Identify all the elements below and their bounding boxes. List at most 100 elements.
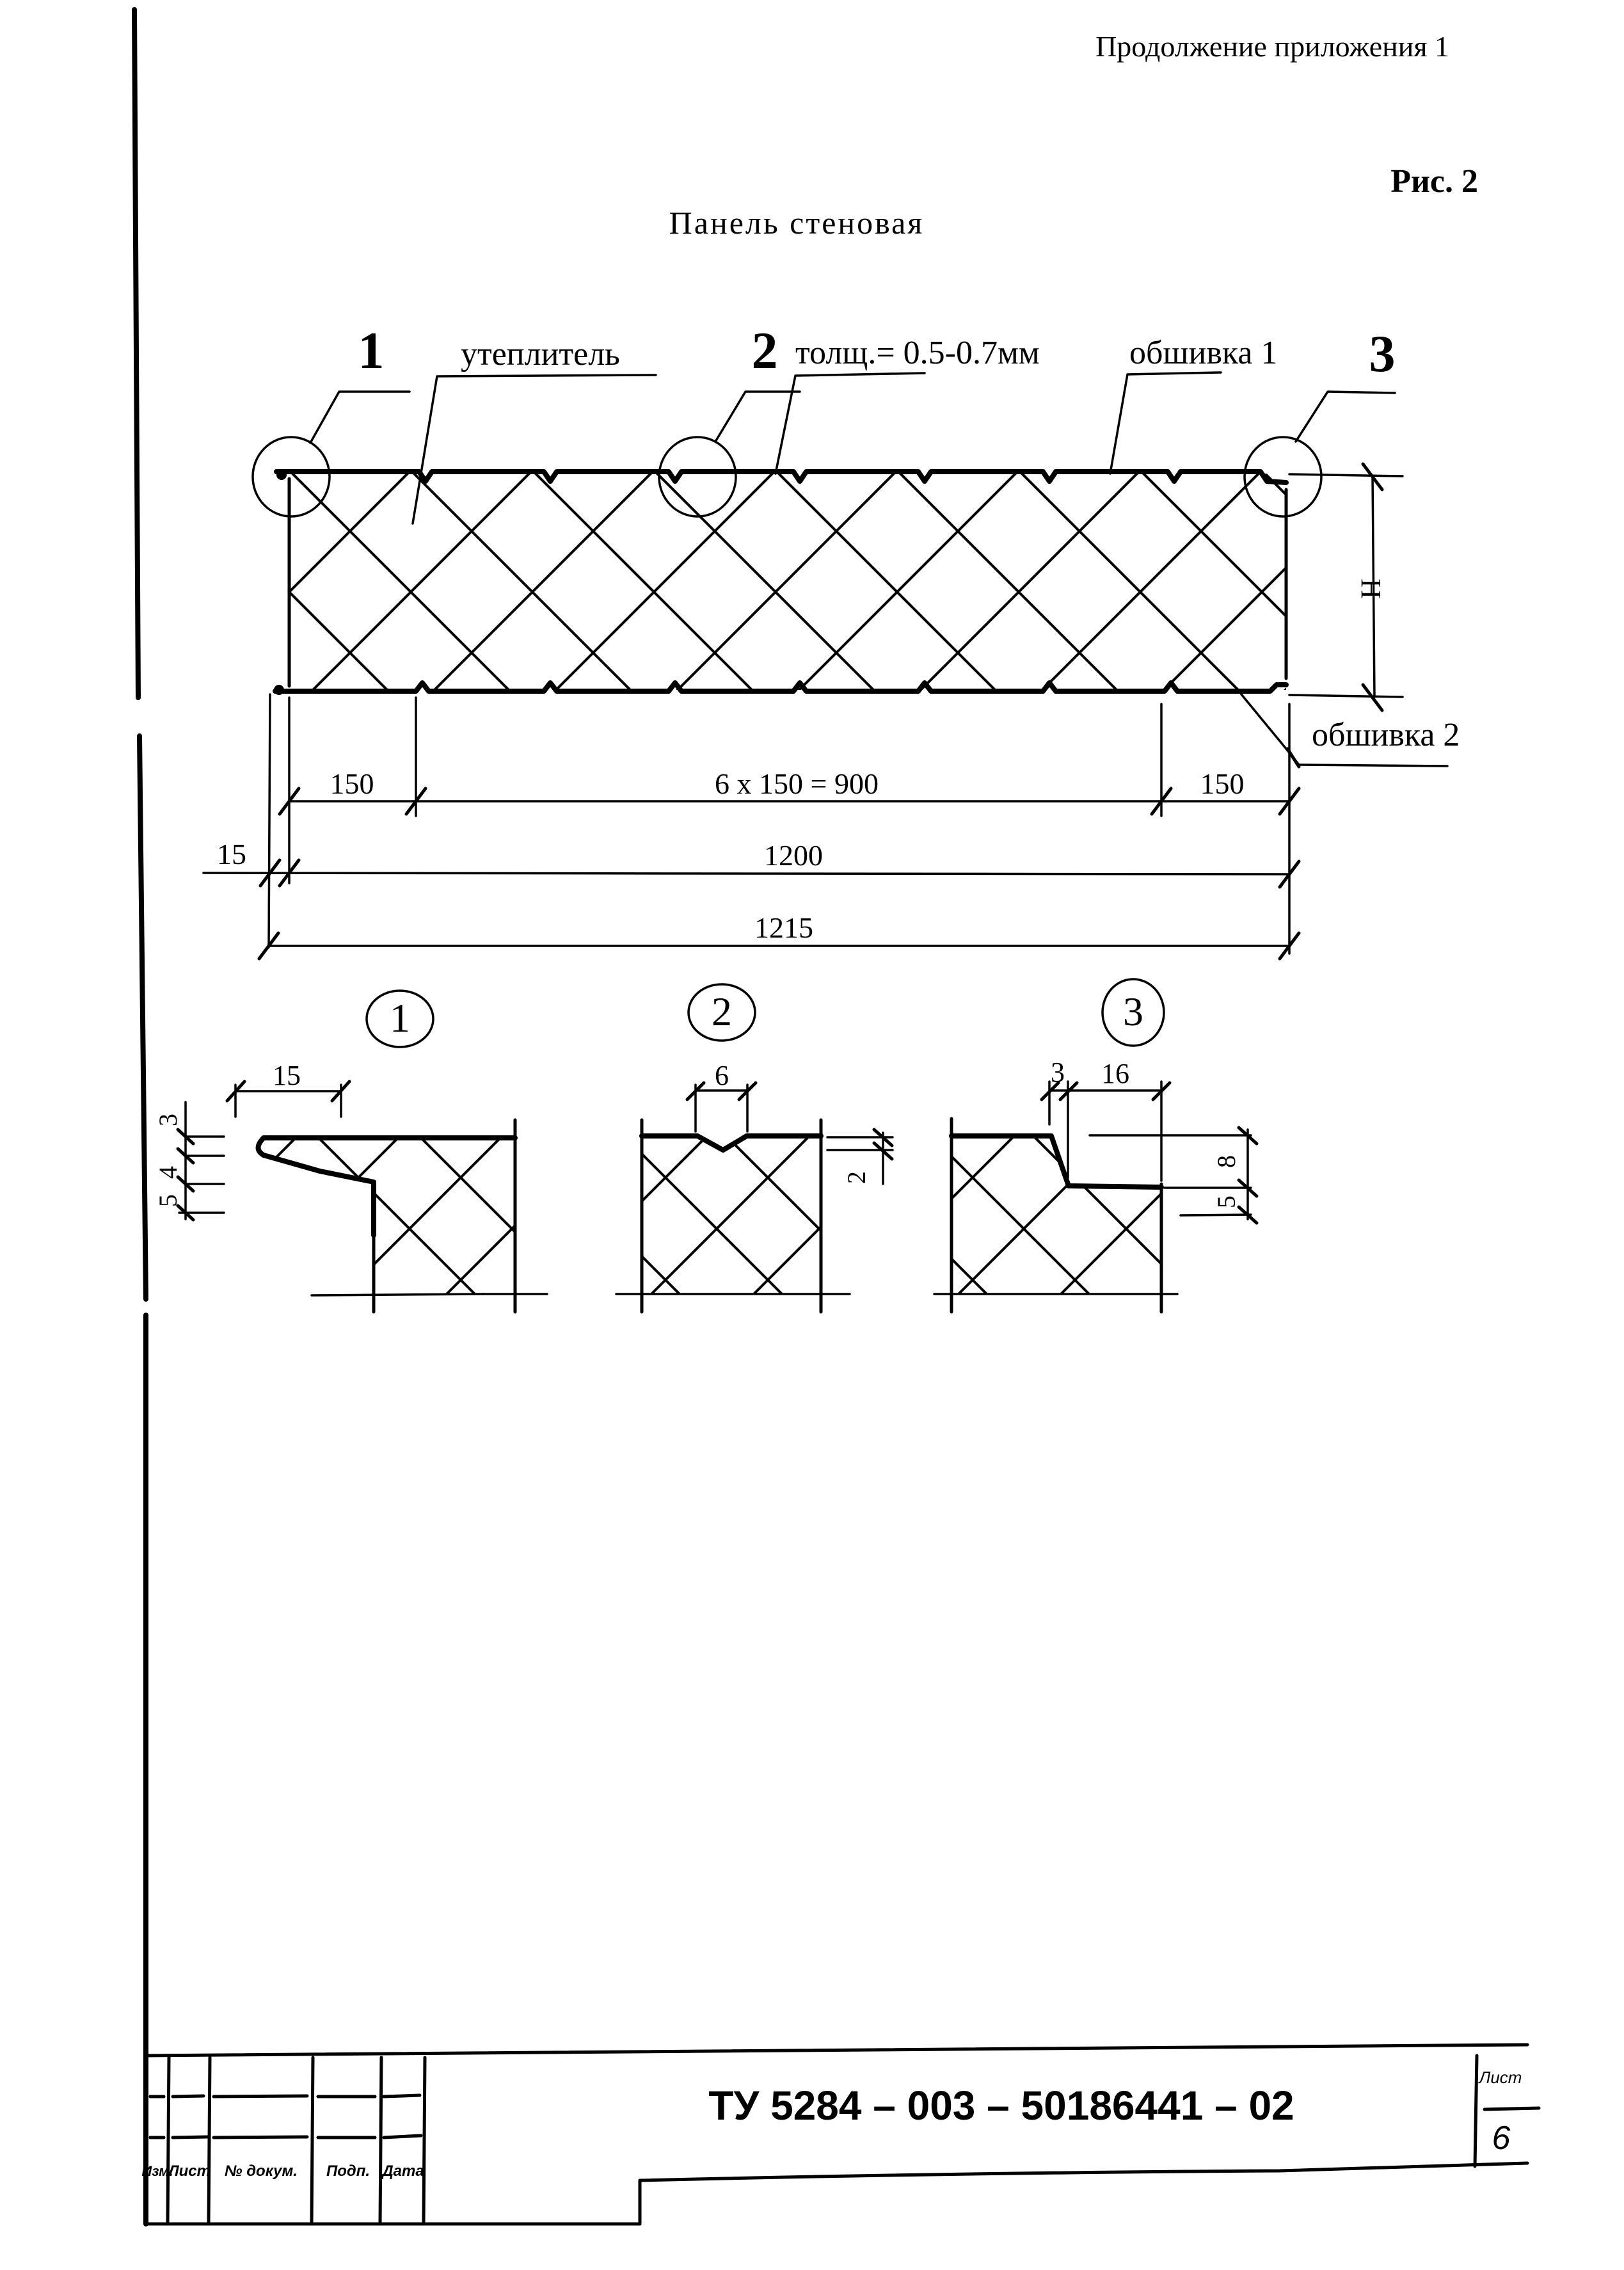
callout-number-1: 1 [358, 321, 385, 380]
height-dimension-line [1371, 475, 1376, 698]
detail-1-dim-v-bottom: 5 [154, 1194, 182, 1207]
title-header-signature: Подп. [326, 2162, 370, 2180]
height-extension-top [1288, 473, 1404, 477]
extension-line [267, 693, 271, 948]
title-header-change: Изм. [141, 2163, 173, 2179]
dim-tick [1237, 1205, 1259, 1225]
dim-tick [1361, 683, 1384, 712]
dim-tick [1237, 1178, 1259, 1198]
callout-number-2: 2 [752, 321, 778, 380]
dim-tick [225, 1080, 246, 1103]
dim-ticks-row2 [259, 858, 1301, 889]
sheet-number: 6 [1492, 2120, 1511, 2157]
height-symbol: H [1355, 579, 1387, 599]
drawing-title: Панель стеновая [669, 205, 925, 241]
sheet-box-divider [1473, 2054, 1479, 2168]
continuation-label: Продолжение приложения 1 [1095, 30, 1449, 63]
dim-tick [872, 1141, 894, 1161]
detail-3-dim-h-large: 16 [1101, 1058, 1129, 1089]
dim-right-pitch: 150 [1200, 767, 1245, 800]
sheet-frame [132, 7, 148, 2226]
callout-leader-2 [714, 390, 801, 443]
bottom-joint-lip [274, 685, 284, 695]
dim-tick [176, 1175, 195, 1193]
detail-1-dim-v-top: 3 [154, 1114, 182, 1126]
callout-circle-2 [658, 436, 737, 518]
skin1-label: обшивка 1 [1129, 335, 1277, 371]
dim-tick [1151, 1081, 1172, 1101]
dim-tick [1237, 1126, 1259, 1146]
sheet-box-rule [1483, 2106, 1541, 2111]
frame-left-segment [132, 7, 141, 700]
title-block-top-border [144, 2043, 1529, 2058]
detail-2-number: 2 [712, 989, 732, 1034]
title-col-divider [166, 2056, 171, 2226]
callout-circle-3 [1243, 436, 1323, 518]
skin1-leader [1109, 371, 1222, 475]
dim-tick [872, 1128, 894, 1147]
detail-1-insulation [269, 1138, 515, 1294]
detail-2-dim-vertical: 2 [842, 1171, 871, 1184]
figure-label: Рис. 2 [1390, 163, 1478, 200]
detail-1-dim-horizontal: 15 [273, 1060, 301, 1091]
title-block-main-bottom [638, 2161, 1529, 2182]
height-extension-bottom [1288, 694, 1404, 698]
dim-ticks-row1 [278, 787, 1301, 816]
callout-number-3: 3 [1369, 324, 1396, 383]
top-joint-lip [276, 470, 287, 480]
callout-leader-3 [1294, 390, 1396, 443]
width-dimension-line [202, 872, 1291, 875]
dim-tick [737, 1081, 758, 1101]
detail-3-dim-v-top: 8 [1212, 1155, 1241, 1168]
title-col-divider [207, 2056, 212, 2226]
detail-1-marker [365, 989, 434, 1048]
detail-3: 3 3 16 8 5 [933, 978, 1259, 1314]
dim-tick [330, 1080, 351, 1103]
title-col-divider [378, 2056, 383, 2226]
detail-1: 1 15 3 4 5 [154, 989, 548, 1314]
detail-2: 2 6 2 [615, 983, 894, 1314]
title-col-divider [310, 2056, 315, 2226]
dim-total-width: 1215 [754, 911, 813, 944]
dim-ticks-row3 [257, 931, 1301, 961]
top-skin [274, 469, 1289, 485]
detail-1-dim-v-mid: 4 [154, 1166, 182, 1179]
detail-2-marker [687, 983, 756, 1042]
detail-3-number: 3 [1123, 989, 1143, 1034]
insulation-core [289, 474, 1286, 690]
title-header-date: Дата [381, 2162, 424, 2180]
dim-width: 1200 [764, 839, 823, 872]
dim-tick [1040, 1081, 1060, 1101]
title-block: Изм. Лист № докум. Подп. Дата ТУ 5284 – … [141, 2043, 1541, 2226]
thickness-leader [774, 372, 926, 475]
dim-tick [176, 1204, 195, 1222]
dim-left-pitch: 150 [330, 767, 374, 800]
detail-3-dim-h-small: 3 [1051, 1057, 1065, 1088]
bottom-skin [273, 680, 1289, 694]
detail-2-top-skin-groove [639, 1133, 824, 1153]
detail-2-dim-horizontal: 6 [715, 1060, 729, 1091]
detail-3-dim-v-bottom: 5 [1212, 1195, 1241, 1208]
detail-2-insulation [642, 1136, 821, 1294]
callout-leader-1 [309, 390, 411, 444]
title-header-sheet: Лист [167, 2162, 211, 2180]
sheet-label: Лист [1478, 2068, 1522, 2087]
thickness-label: толщ.= 0.5-0.7мм [795, 335, 1040, 371]
dim-tick [176, 1147, 195, 1165]
dim-tick [176, 1128, 195, 1146]
dim-tick [1058, 1081, 1079, 1101]
title-block-rows [148, 2093, 423, 2139]
insulation-leader [411, 374, 657, 525]
document-designation: ТУ 5284 – 003 – 50186441 – 02 [708, 2082, 1294, 2129]
detail-3-marker [1101, 978, 1165, 1047]
dim-middle-pitch: 6 x 150 = 900 [715, 767, 879, 800]
insulation-label: утеплитель [461, 336, 620, 372]
frame-left-segment [137, 733, 148, 1302]
title-header-doc-number: № докум. [225, 2162, 298, 2180]
panel-main-view: 1 2 3 утеплитель толщ.= 0.5-0.7мм обшивк… [202, 321, 1460, 961]
dim-joint-offset: 15 [217, 838, 246, 870]
skin2-label: обшивка 2 [1312, 717, 1460, 753]
callout-circle-1 [251, 436, 331, 518]
dim-tick [1361, 462, 1384, 492]
